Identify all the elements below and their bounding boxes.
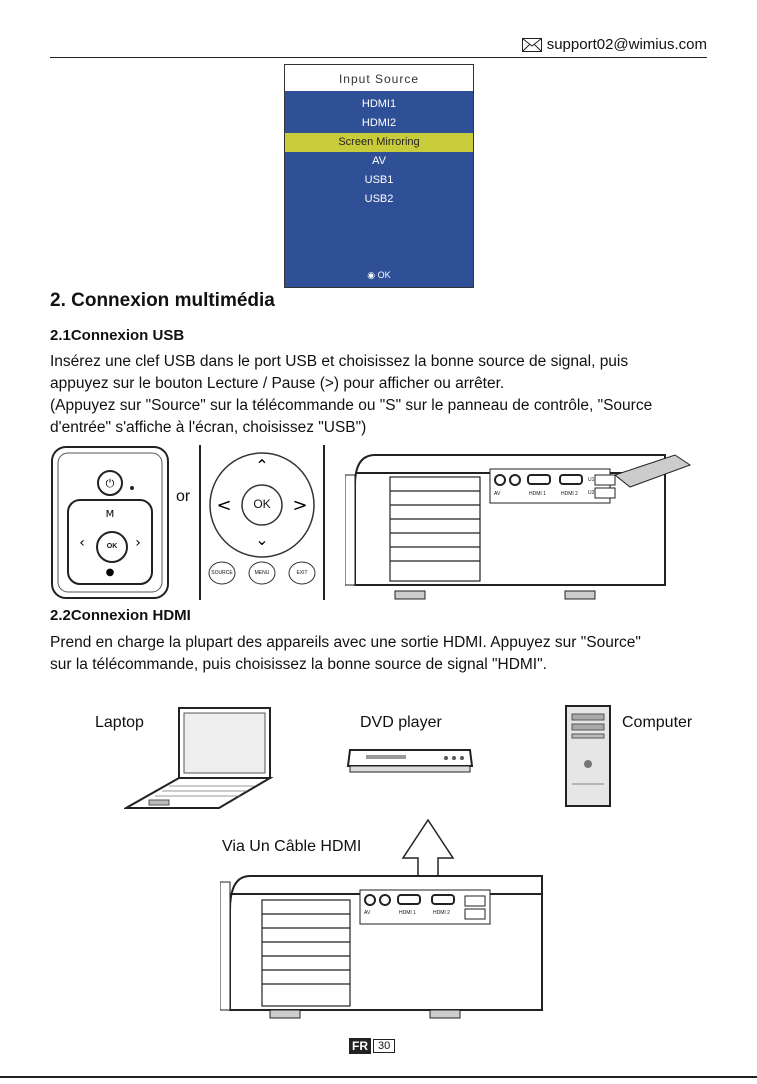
svg-text:<: < bbox=[216, 495, 231, 516]
osd-item-usb1: USB1 bbox=[364, 174, 394, 186]
osd-ok-hint: ◉ OK bbox=[285, 270, 473, 281]
usb-line-3: (Appuyez sur "Source" sur la télécommand… bbox=[50, 397, 653, 414]
section-title: 2. Connexion multimédia bbox=[50, 290, 275, 311]
computer-illustration bbox=[562, 704, 614, 808]
osd-source-list: HDMI1 HDMI2 Screen Mirroring AV USB1 USB… bbox=[285, 95, 473, 209]
control-panel-illustration: ⏻ M ‹ › ● OK bbox=[50, 445, 170, 600]
port-label-hdmi2: HDMI 2 bbox=[561, 491, 578, 497]
envelope-icon bbox=[521, 37, 542, 52]
page-number: 30 bbox=[373, 1039, 396, 1053]
svg-text:‹: ‹ bbox=[79, 535, 85, 551]
osd-item-hdmi2: HDMI2 bbox=[361, 117, 397, 129]
usb-line-4: d'entrée" s'affiche à l'écran, choisisse… bbox=[50, 419, 367, 436]
osd-item-usb2: USB2 bbox=[364, 193, 394, 205]
computer-label: Computer bbox=[622, 714, 693, 731]
remote-menu-button: MENU bbox=[254, 570, 270, 576]
hdmi-line-1: Prend en charge la plupart des appareils… bbox=[50, 634, 641, 651]
usb-paragraph: Insérez une clef USB dans le port USB et… bbox=[50, 351, 715, 439]
osd-item-hdmi1: HDMI1 bbox=[361, 98, 397, 110]
page-number-badge: FR 30 bbox=[349, 1038, 396, 1054]
remote-exit-button: EXIT bbox=[296, 570, 308, 576]
osd-item-av: AV bbox=[372, 155, 386, 167]
remote-ok-label: OK bbox=[253, 497, 271, 511]
osd-item-screen-mirroring: Screen Mirroring bbox=[285, 133, 473, 152]
ok-circle-icon: ◉ bbox=[367, 270, 376, 280]
port-label-u2: U2 bbox=[588, 490, 595, 496]
svg-text:M: M bbox=[106, 509, 115, 520]
usb-line-1: Insérez une clef USB dans le port USB et… bbox=[50, 353, 629, 370]
footer-divider bbox=[0, 1076, 757, 1078]
usb-line-2: appuyez sur le bouton Lecture / Pause (>… bbox=[50, 375, 505, 392]
hdmi-subsection-title: 2.2Connexion HDMI bbox=[50, 607, 191, 624]
dvd-player-label: DVD player bbox=[360, 714, 442, 731]
projector-hdmi-illustration: AV HDMI 1 HDMI 2 bbox=[219, 870, 550, 1022]
projector-usb-illustration: AV HDMI 1 HDMI 2 U1 U2 bbox=[344, 445, 710, 605]
or-label: or bbox=[176, 488, 191, 505]
support-email: support02@wimius.com bbox=[521, 36, 707, 53]
remote-source-button: SOURCE bbox=[211, 570, 233, 576]
hdmi-paragraph: Prend en charge la plupart des appareils… bbox=[50, 632, 715, 676]
port-label-hdmi2: HDMI 2 bbox=[433, 910, 450, 916]
laptop-illustration bbox=[122, 706, 274, 810]
email-text: support02@wimius.com bbox=[546, 36, 707, 53]
svg-text:>: > bbox=[292, 495, 307, 516]
svg-text:›: › bbox=[135, 535, 141, 551]
laptop-label: Laptop bbox=[95, 714, 144, 731]
port-label-u1: U1 bbox=[588, 477, 595, 483]
port-label-hdmi1: HDMI 1 bbox=[399, 910, 416, 916]
language-code: FR bbox=[349, 1038, 371, 1054]
osd-title: Input Source bbox=[285, 65, 473, 91]
port-label-av: AV bbox=[364, 910, 371, 916]
header-divider bbox=[50, 57, 707, 58]
input-source-osd: Input Source HDMI1 HDMI2 Screen Mirrorin… bbox=[284, 64, 474, 288]
svg-text:⌄: ⌄ bbox=[255, 530, 268, 549]
port-label-hdmi1: HDMI 1 bbox=[529, 491, 546, 497]
hdmi-line-2: sur la télécommande, puis choisissez la … bbox=[50, 656, 547, 673]
svg-text:●: ● bbox=[106, 567, 115, 578]
svg-text:⏻: ⏻ bbox=[106, 477, 115, 490]
remote-illustration: ⌃ ⌄ < > OK SOURCE MENU EXIT bbox=[198, 445, 326, 600]
usb-subsection-title: 2.1Connexion USB bbox=[50, 327, 185, 344]
dvd-player-illustration bbox=[346, 742, 474, 776]
panel-ok-button: OK bbox=[96, 531, 128, 563]
port-label-av: AV bbox=[494, 491, 501, 497]
osd-ok-label: OK bbox=[377, 270, 391, 280]
svg-text:⌃: ⌃ bbox=[255, 456, 268, 475]
cable-label: Via Un Câble HDMI bbox=[222, 838, 362, 855]
